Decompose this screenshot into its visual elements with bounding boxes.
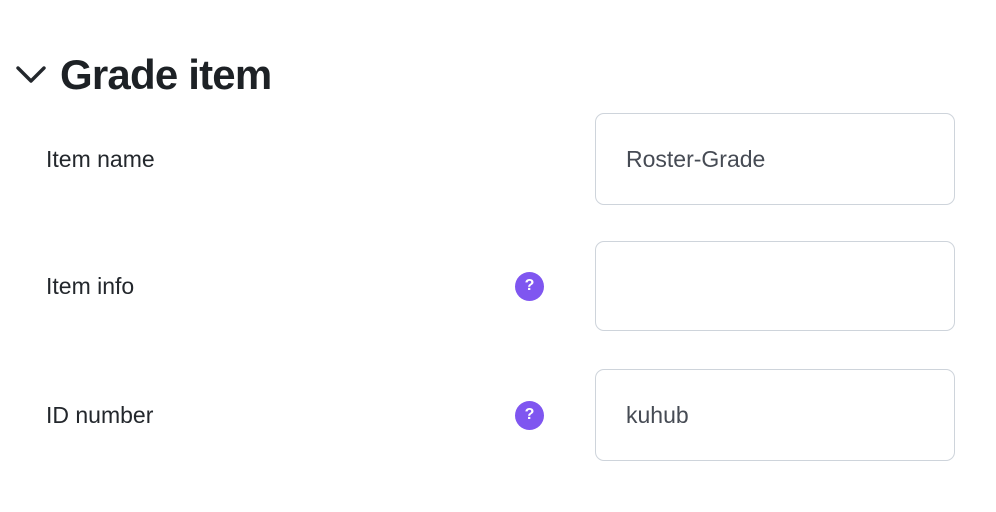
- item-name-input[interactable]: [595, 113, 955, 205]
- id-number-input[interactable]: [595, 369, 955, 461]
- item-info-textarea[interactable]: [595, 241, 955, 331]
- field-label-item-info: Item info: [46, 272, 135, 299]
- page-title: Grade item: [60, 51, 272, 99]
- form-row-item-info: Item info ?: [0, 241, 996, 331]
- form-row-id-number: ID number ?: [0, 369, 996, 461]
- field-label-id-number: ID number: [46, 401, 154, 428]
- chevron-down-icon[interactable]: [14, 58, 48, 92]
- field-label-item-name: Item name: [46, 145, 155, 172]
- form-row-item-name: Item name: [0, 113, 996, 205]
- help-question-icon-item-info[interactable]: ?: [515, 271, 544, 301]
- chevron-down-glyph: [16, 66, 46, 83]
- help-question-icon-id-number[interactable]: ?: [515, 400, 544, 430]
- grade-item-section-header: Grade item: [14, 26, 272, 124]
